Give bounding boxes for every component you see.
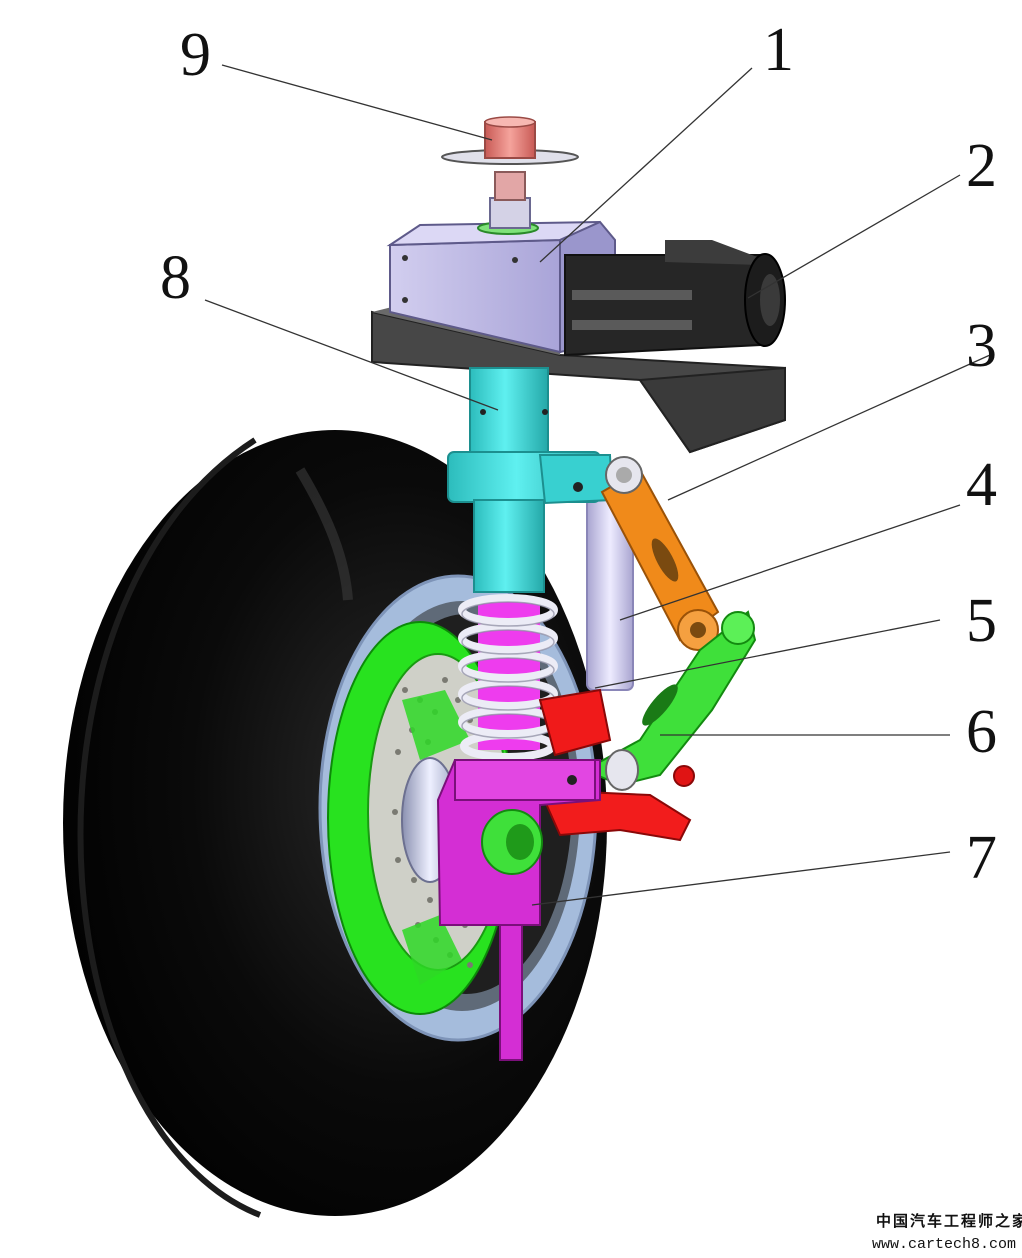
callout-5: 5 (966, 587, 997, 655)
watermark: 中国汽车工程师之家 www.cartech8.com (872, 1212, 1022, 1253)
callout-3: 3 (966, 312, 997, 380)
upper-link (600, 456, 720, 651)
callout-4: 4 (966, 451, 997, 519)
callout-6: 6 (966, 698, 997, 766)
watermark-url: www.cartech8.com (872, 1236, 1016, 1253)
callout-8: 8 (160, 244, 191, 312)
tire-sidewall-edge (77, 437, 262, 1218)
lower-control-arm (582, 610, 757, 791)
callout-9: 9 (180, 21, 211, 89)
callout-7: 7 (966, 824, 997, 892)
steering-knuckle (436, 759, 601, 1061)
steering-input-flange (441, 116, 579, 229)
watermark-site-name: 中国汽车工程师之家 (876, 1212, 1022, 1230)
callout-2: 2 (966, 132, 997, 200)
steering-column (447, 367, 614, 593)
drive-motor (564, 240, 786, 357)
coil-spring (458, 594, 558, 761)
leader-lines (204, 64, 991, 906)
callout-1: 1 (763, 16, 794, 84)
